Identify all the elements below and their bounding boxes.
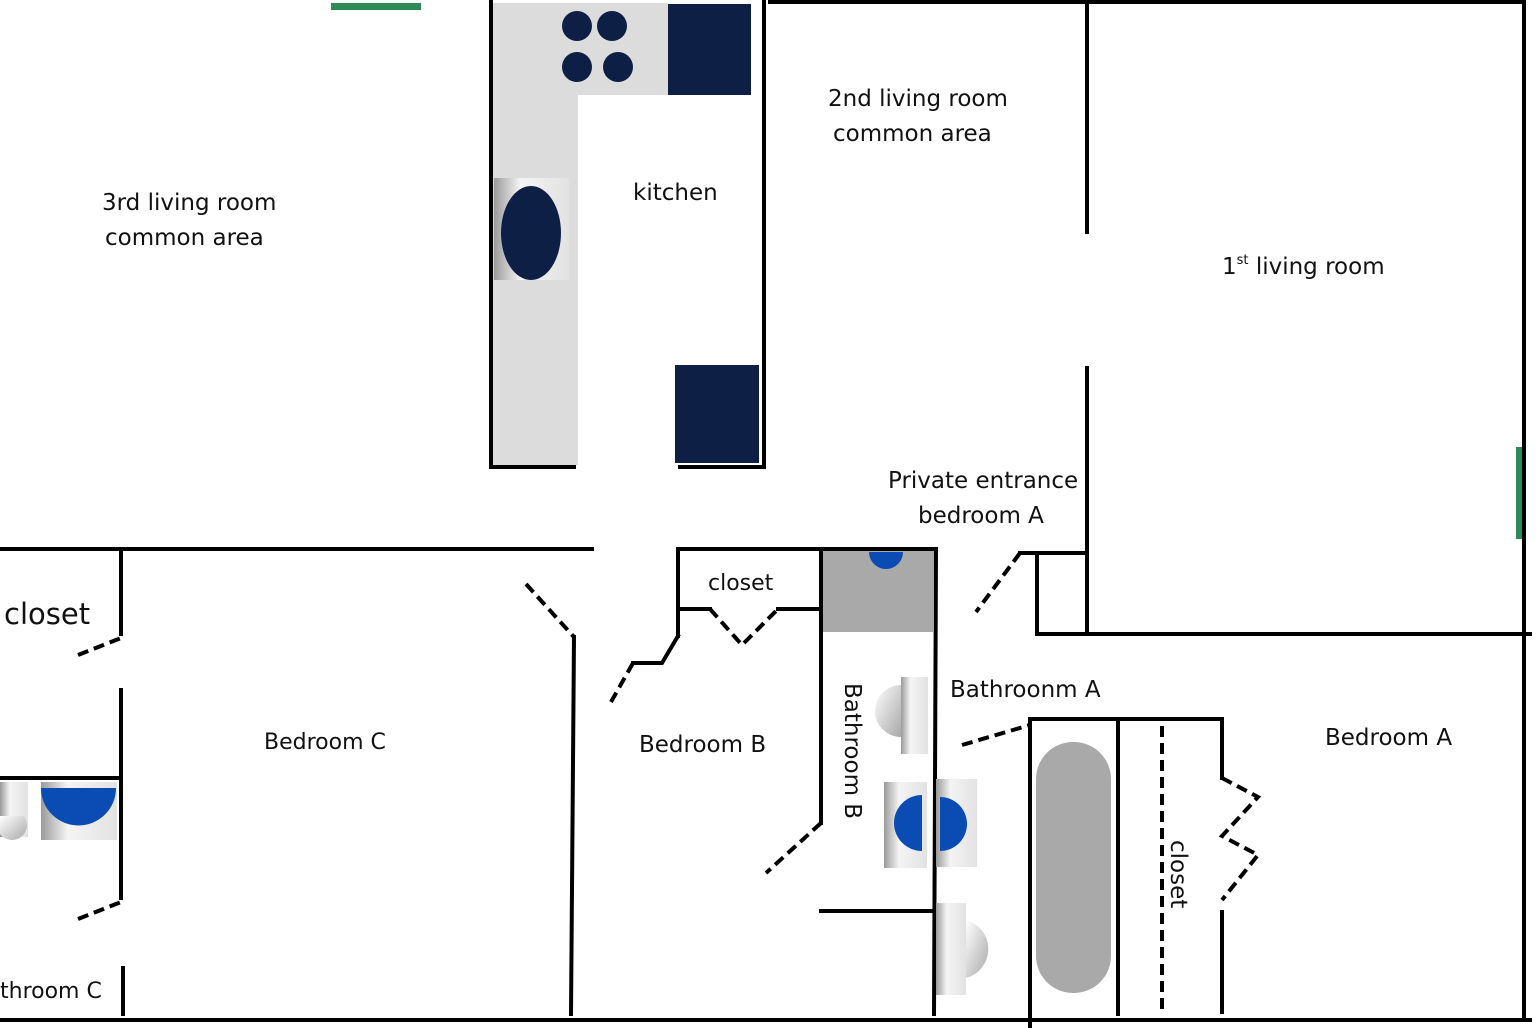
label-bedroom-a: Bedroom A bbox=[1325, 725, 1452, 751]
label-private-entrance-bedroom: bedroom A bbox=[918, 503, 1044, 529]
window-right bbox=[1516, 447, 1526, 539]
shower-icon bbox=[823, 551, 934, 632]
toilet-a-icon bbox=[936, 903, 989, 995]
label-bathroom-c: throom C bbox=[0, 979, 102, 1004]
label-private-entrance: Private entrance bbox=[888, 468, 1078, 494]
label-3rd-living-room-area: common area bbox=[105, 225, 264, 251]
label-closet-a: closet bbox=[1165, 840, 1191, 908]
label-bedroom-b: Bedroom B bbox=[639, 732, 766, 758]
label-kitchen: kitchen bbox=[633, 180, 718, 206]
label-bathroom-b: Bathroom B bbox=[839, 683, 865, 819]
appliance-icon bbox=[675, 365, 759, 463]
toilet-c-icon bbox=[0, 782, 28, 840]
label-closet-b: closet bbox=[708, 571, 774, 596]
bathtub-icon bbox=[1036, 742, 1111, 993]
label-closet-c: closet bbox=[4, 597, 90, 631]
sink-b-icon bbox=[884, 782, 927, 868]
toilet-icon bbox=[875, 677, 928, 754]
sink-icon bbox=[494, 178, 569, 280]
label-3rd-living-room: 3rd living room bbox=[102, 190, 276, 216]
label-1st-living-room: 1st living room bbox=[1222, 253, 1385, 280]
label-bedroom-c: Bedroom C bbox=[264, 730, 386, 755]
door-swings bbox=[77, 551, 1262, 1012]
sink-c-icon bbox=[41, 782, 117, 840]
sink-a-icon bbox=[936, 779, 977, 867]
label-2nd-living-room-area: common area bbox=[833, 121, 992, 147]
fridge-icon bbox=[668, 4, 751, 95]
label-2nd-living-room: 2nd living room bbox=[828, 86, 1008, 112]
stove-icon bbox=[562, 11, 633, 82]
label-bathroom-a: Bathroonm A bbox=[950, 677, 1101, 703]
window-top bbox=[331, 3, 421, 10]
